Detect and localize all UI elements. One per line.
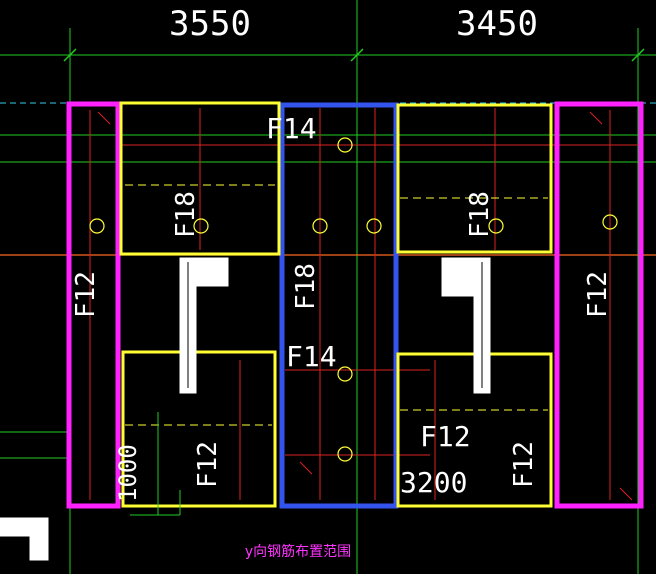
dimension-label-right: 3450 — [456, 4, 538, 44]
column-marker-6 — [602, 214, 618, 230]
column-marker-8 — [337, 366, 353, 382]
column-marker-1 — [89, 218, 105, 234]
rebar-hook-1 — [97, 111, 111, 125]
yellow-dashed-lines — [125, 184, 548, 426]
label-dim-3200: 3200 — [400, 466, 467, 499]
dim-tick-left — [63, 48, 77, 62]
column-marker-9 — [337, 446, 353, 462]
label-f18-center: F18 — [291, 263, 321, 310]
label-f12-bottom-right: F12 — [509, 441, 539, 488]
column-marker-7 — [337, 137, 353, 153]
zone-blue-center — [279, 102, 399, 509]
column-marker-5 — [488, 218, 504, 234]
reinforcement-zones — [66, 101, 644, 509]
label-f18-right: F18 — [465, 191, 495, 238]
label-f12-bottom-mid: F12 — [420, 420, 471, 453]
leader-lines — [130, 412, 181, 516]
rebar-lines — [89, 108, 640, 501]
rebar-hook-4 — [619, 487, 633, 501]
dim-tick-right — [631, 48, 645, 62]
label-f14-top: F14 — [266, 112, 317, 145]
column-marker-4 — [366, 218, 382, 234]
wall-shape-left — [179, 257, 229, 394]
zone-yellow-top-left — [119, 101, 281, 256]
zone-magenta-right — [554, 101, 644, 509]
column-marker-2 — [193, 218, 209, 234]
wall-shape-right — [441, 257, 491, 394]
label-f12-bottom-left: F12 — [193, 441, 223, 488]
zone-magenta-left — [66, 101, 121, 509]
wall-elements — [0, 257, 491, 561]
dimension-label-left: 3550 — [169, 4, 251, 44]
wall-inner-lines — [187, 262, 483, 388]
label-f12-left: F12 — [71, 271, 101, 318]
column-marker-3 — [312, 218, 328, 234]
rebar-hook-3 — [299, 461, 313, 475]
label-dim-1000: 1000 — [114, 444, 142, 502]
dimension-ticks — [63, 48, 645, 62]
label-f12-right: F12 — [583, 271, 613, 318]
zone-yellow-bottom-left — [121, 350, 277, 508]
wall-shape-corner — [0, 517, 49, 561]
caption-y-rebar-range: y向钢筋布置范围 — [245, 543, 351, 560]
dim-tick-mid — [350, 48, 364, 62]
label-f18-left: F18 — [171, 191, 201, 238]
rebar-hook-2 — [589, 111, 603, 125]
column-markers — [89, 137, 618, 462]
label-f14-mid: F14 — [286, 340, 337, 373]
zone-yellow-top-right — [396, 103, 553, 254]
